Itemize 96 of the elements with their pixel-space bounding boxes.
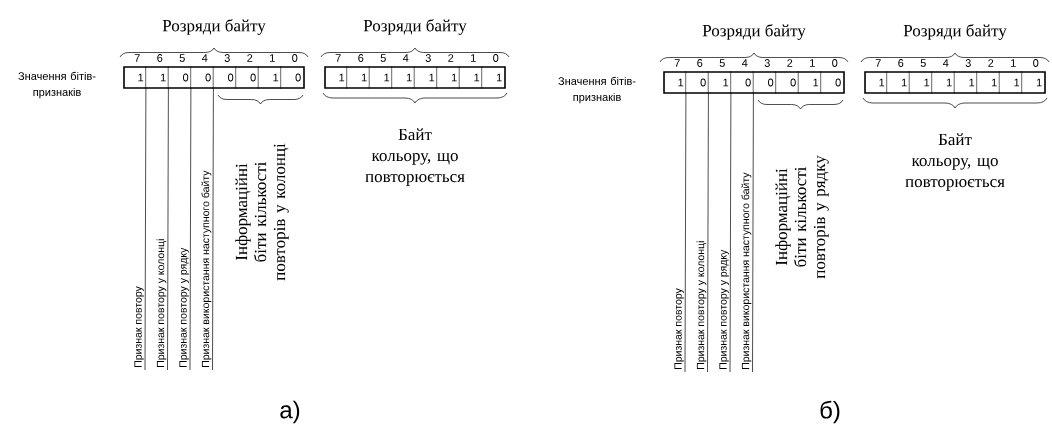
bit-number: 5	[380, 54, 386, 62]
bit-value: 1	[406, 73, 412, 82]
bit-number: 0	[832, 59, 838, 67]
bit-value: 1	[1036, 78, 1042, 87]
leader-line	[752, 92, 754, 373]
bit-value: 1	[879, 78, 885, 87]
bit-value: 1	[138, 73, 144, 82]
bit-value: 1	[339, 73, 345, 82]
bit-number: 2	[787, 59, 793, 67]
bit-value: 1	[429, 73, 435, 82]
rotated-label: Признак повтору у колонці	[696, 241, 707, 369]
row-label: Значення бітів-признаків	[558, 76, 636, 104]
brace-label: Байт кольору, що повторюється	[365, 128, 465, 186]
bit-number: 7	[335, 54, 341, 62]
rotated-label: Признак повтору у рядку	[179, 247, 189, 367]
rotated-label: Признак використання наступного байту	[201, 170, 212, 367]
panel-label: а)	[280, 400, 300, 424]
rotated-label: Признак повтору	[134, 286, 144, 367]
brace-label: Інформаційні біти кількості повторів у рядку	[775, 155, 829, 279]
rotated-label: Признак використання наступного байту	[741, 172, 752, 369]
bit-number: 4	[942, 59, 949, 67]
bit-value: 0	[790, 78, 796, 87]
leader-line	[189, 87, 192, 371]
bit-value: 0	[745, 78, 751, 87]
bit-number: 6	[697, 59, 703, 67]
bit-number: 2	[448, 54, 454, 62]
row-label: Значення бітів-признаків	[18, 71, 96, 99]
leader-line	[707, 92, 709, 373]
bit-number: 3	[425, 54, 431, 62]
bit-number: 1	[270, 54, 275, 62]
bit-value: 1	[946, 78, 952, 87]
leader-line	[212, 87, 214, 371]
leader-line	[167, 87, 169, 371]
bit-number: 1	[471, 54, 476, 62]
bit-value: 0	[295, 73, 301, 82]
bit-number: 4	[201, 54, 208, 62]
byte-frame	[324, 66, 506, 89]
brace-label: Інформаційні біти кількості повторів у колонці	[235, 143, 289, 281]
heading: Розряди байту	[162, 19, 266, 35]
bit-value: 1	[723, 78, 729, 87]
panel-label: б)	[820, 400, 840, 424]
bit-value: 1	[384, 73, 390, 82]
bit-value: 1	[901, 78, 907, 87]
bit-value: 0	[700, 78, 706, 87]
heading: Розряди байту	[702, 24, 806, 40]
bit-number: 7	[674, 59, 680, 67]
byte-frame	[864, 71, 1046, 94]
bit-number: 5	[179, 54, 185, 62]
bit-number: 5	[719, 59, 725, 67]
bit-value: 1	[991, 78, 997, 87]
bit-value: 1	[496, 73, 502, 82]
bit-value: 1	[451, 73, 457, 82]
bit-number: 1	[810, 59, 815, 67]
bit-value: 1	[1014, 78, 1020, 87]
bit-value: 1	[813, 78, 819, 87]
bit-value: 1	[678, 78, 684, 87]
bit-value: 0	[768, 78, 774, 87]
bit-number: 7	[134, 54, 140, 62]
bit-number: 0	[292, 54, 298, 62]
bit-number: 0	[493, 54, 499, 62]
bit-number: 1	[1011, 59, 1016, 67]
bit-number: 3	[965, 59, 971, 67]
bit-value: 0	[183, 73, 189, 82]
bit-value: 0	[250, 73, 256, 82]
bit-number: 5	[920, 59, 926, 67]
bit-value: 0	[205, 73, 211, 82]
leader-line	[729, 92, 732, 373]
bit-value: 1	[160, 73, 166, 82]
bit-value: 0	[228, 73, 234, 82]
brace-label: Байт кольору, що повторюється	[905, 133, 1005, 191]
bit-number: 7	[875, 59, 881, 67]
bit-number: 3	[224, 54, 230, 62]
bit-number: 4	[402, 54, 409, 62]
bit-value: 0	[835, 78, 841, 87]
bit-number: 0	[1033, 59, 1039, 67]
leader-line	[144, 87, 147, 371]
bit-value: 1	[969, 78, 975, 87]
byte-frame	[663, 71, 845, 94]
bit-number: 6	[157, 54, 163, 62]
bit-value: 1	[361, 73, 367, 82]
rotated-label: Признак повтору	[674, 288, 684, 369]
heading: Розряди байту	[363, 19, 467, 35]
bit-number: 6	[358, 54, 364, 62]
bit-number: 2	[988, 59, 994, 67]
bit-number: 4	[741, 59, 748, 67]
rotated-label: Признак повтору у рядку	[719, 249, 729, 369]
bit-number: 3	[764, 59, 770, 67]
byte-frame	[123, 66, 305, 89]
bit-value: 1	[924, 78, 930, 87]
bit-value: 1	[273, 73, 279, 82]
bit-number: 6	[898, 59, 904, 67]
leader-line	[684, 92, 687, 373]
bit-number: 2	[247, 54, 253, 62]
rotated-label: Признак повтору у колонці	[156, 239, 167, 367]
heading: Розряди байту	[903, 24, 1007, 40]
bit-value: 1	[474, 73, 480, 82]
